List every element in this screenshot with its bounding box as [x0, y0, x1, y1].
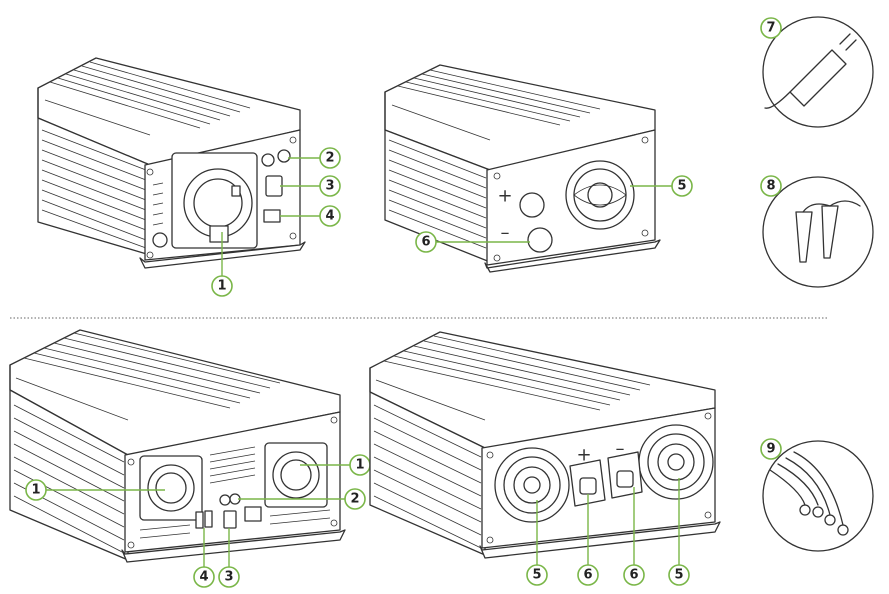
cigarette-lighter-plug-icon: [789, 49, 847, 107]
large-inverter-ac-view: [9, 329, 346, 563]
accessory-cigarette-plug: 7: [760, 16, 874, 128]
plus-sign: +: [497, 186, 512, 207]
svg-text:1: 1: [355, 458, 364, 473]
callout-2-indicator-leds: 2: [288, 147, 341, 169]
svg-text:2: 2: [350, 492, 359, 507]
callout-5a-fan-left: 5: [526, 500, 548, 586]
callout-3-power-switch-large: 3: [218, 528, 240, 588]
svg-text:3: 3: [224, 570, 233, 585]
svg-text:5: 5: [532, 568, 541, 583]
svg-text:3: 3: [325, 179, 334, 194]
large-inverter-dc-view: + –: [369, 331, 721, 559]
callout-5-fan: 5: [630, 175, 693, 197]
svg-text:5: 5: [674, 568, 683, 583]
plus-sign: +: [576, 445, 591, 466]
small-inverter-dc-view: + –: [384, 64, 661, 273]
svg-text:6: 6: [421, 235, 430, 250]
callout-4-usb-ports-large: 4: [193, 528, 215, 588]
svg-text:6: 6: [583, 568, 592, 583]
svg-text:2: 2: [325, 151, 334, 166]
svg-text:4: 4: [199, 570, 208, 585]
accessory-ring-terminals: 9: [760, 438, 874, 552]
svg-text:5: 5: [677, 179, 686, 194]
svg-text:7: 7: [766, 21, 775, 36]
svg-text:1: 1: [31, 483, 40, 498]
small-inverter-ac-view: [37, 57, 306, 269]
svg-text:9: 9: [766, 442, 775, 457]
callout-number: 1: [217, 279, 226, 294]
callout-5b-fan-right: 5: [668, 478, 690, 586]
accessory-alligator-clips: 8: [760, 175, 874, 288]
minus-sign: –: [616, 439, 625, 460]
callout-6b-terminal-negative: 6: [623, 487, 645, 586]
callout-1-socket: 1: [211, 232, 233, 297]
minus-sign: –: [501, 223, 510, 244]
callout-2-indicator-leds-large: 2: [238, 488, 366, 510]
alligator-clip-cable-icon: [795, 200, 861, 263]
svg-text:4: 4: [325, 209, 334, 224]
callout-6-dc-terminals: 6: [415, 231, 530, 253]
ring-terminal-cable-icon: [769, 451, 849, 536]
callout-1b-socket-right: 1: [300, 454, 371, 476]
svg-text:8: 8: [766, 179, 775, 194]
callout-1a-socket-left: 1: [25, 479, 165, 501]
callout-4-usb-port: 4: [280, 205, 341, 227]
svg-text:6: 6: [629, 568, 638, 583]
callout-3-power-switch: 3: [280, 175, 341, 197]
callout-circle: [211, 275, 233, 297]
callout-6a-terminal-positive: 6: [577, 494, 599, 586]
